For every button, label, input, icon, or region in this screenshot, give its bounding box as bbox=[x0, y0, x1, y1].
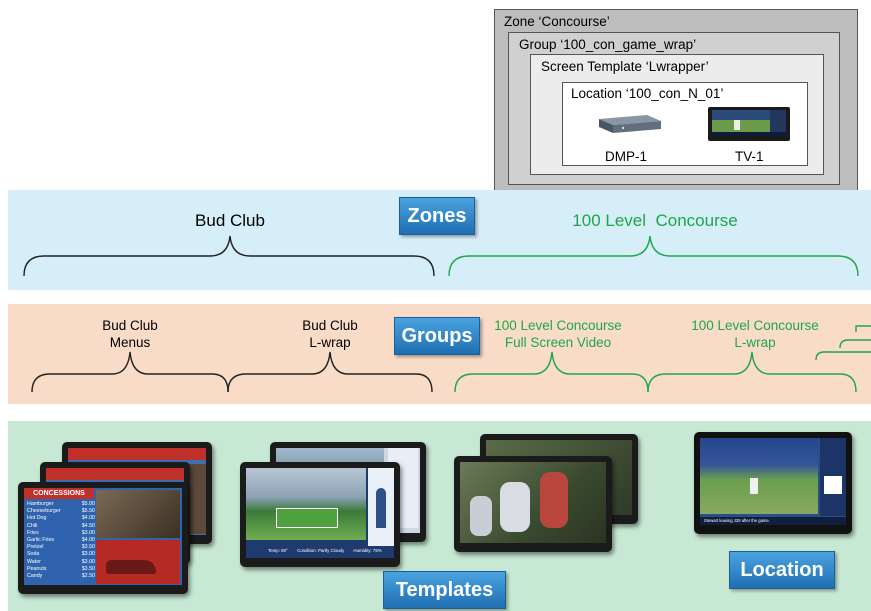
group-bud-club-menus-label: Bud Club Menus bbox=[70, 317, 190, 351]
lwrap-screen-front: Temp: 80° Condition: Partly Cloudy Humid… bbox=[240, 462, 400, 567]
zone-label: Zone ‘Concourse’ bbox=[504, 14, 610, 29]
dmp-label: DMP-1 bbox=[605, 149, 648, 164]
location-screen: Stewart leaving J28 after the game. bbox=[694, 432, 852, 534]
location-label: Location ‘100_con_N_01’ bbox=[571, 86, 724, 101]
templates-button[interactable]: Templates bbox=[383, 571, 506, 609]
menu-row: Fries$3.00 bbox=[27, 529, 95, 536]
group-bud-club-lwrap-label: Bud Club L-wrap bbox=[270, 317, 390, 351]
tv-label: TV-1 bbox=[735, 149, 764, 164]
menu-row: Candy$2.50 bbox=[27, 573, 95, 580]
group-100-lwrap-line2: L-wrap bbox=[734, 335, 776, 350]
menu-row: Cheeseburger$5.50 bbox=[27, 508, 95, 515]
location-ticker: Stewart leaving J28 after the game. bbox=[700, 517, 846, 525]
menu-player-photo bbox=[96, 490, 180, 538]
group-100-fullscreen-line1: 100 Level Concourse bbox=[494, 318, 622, 333]
menu-screen-front: CONCESSIONS Hamburger$5.00 Cheeseburger$… bbox=[18, 482, 188, 594]
zone-100-level-label: 100 Level Concourse bbox=[572, 211, 738, 230]
cheerleader-image bbox=[368, 468, 394, 546]
group-bud-club-lwrap-line2: L-wrap bbox=[309, 335, 351, 350]
dmp-device-icon bbox=[593, 113, 663, 135]
location-sidebar bbox=[820, 438, 846, 516]
menu-list: Hamburger$5.00 Cheeseburger$5.50 Hot Dog… bbox=[27, 501, 95, 580]
menu-row: Hamburger$5.00 bbox=[27, 501, 95, 507]
group-label: Group ‘100_con_game_wrap’ bbox=[519, 37, 697, 52]
lwrap-status-bar: Temp: 80° Condition: Partly Cloudy Humid… bbox=[268, 548, 382, 553]
zone-bud-club-label: Bud Club bbox=[195, 211, 265, 230]
template-label: Screen Template ‘Lwrapper’ bbox=[541, 59, 709, 74]
menu-row: Peanuts$3.50 bbox=[27, 565, 95, 572]
location-button[interactable]: Location bbox=[729, 551, 835, 589]
stadium-image bbox=[246, 468, 366, 540]
location-box: Location ‘100_con_N_01’ DMP-1 TV-1 bbox=[562, 82, 808, 166]
zones-button[interactable]: Zones bbox=[399, 197, 475, 235]
tv-device-icon bbox=[708, 107, 790, 141]
video-screen-front bbox=[454, 456, 612, 552]
group-100-lwrap-line1: 100 Level Concourse bbox=[691, 318, 819, 333]
menu-title: CONCESSIONS bbox=[24, 488, 94, 499]
menu-row: Garlic Fries$4.00 bbox=[27, 537, 95, 544]
menu-row: Pretzel$3.50 bbox=[27, 544, 95, 551]
group-bud-club-lwrap-line1: Bud Club bbox=[302, 318, 358, 333]
baseball-field-image bbox=[700, 438, 818, 514]
group-100-fullscreen-label: 100 Level Concourse Full Screen Video bbox=[478, 317, 638, 351]
groups-button[interactable]: Groups bbox=[394, 317, 480, 355]
group-100-fullscreen-line2: Full Screen Video bbox=[504, 335, 612, 350]
menu-row: Hot Dog$4.00 bbox=[27, 515, 95, 522]
group-bud-club-menus-line2: Menus bbox=[109, 335, 151, 350]
menu-row: Chili$4.50 bbox=[27, 522, 95, 529]
group-100-lwrap-label: 100 Level Concourse L-wrap bbox=[675, 317, 835, 351]
group-bud-club-menus-line1: Bud Club bbox=[102, 318, 158, 333]
menu-row: Soda$3.00 bbox=[27, 551, 95, 558]
menu-car-ad bbox=[96, 540, 180, 584]
menu-row: Water$3.00 bbox=[27, 558, 95, 565]
